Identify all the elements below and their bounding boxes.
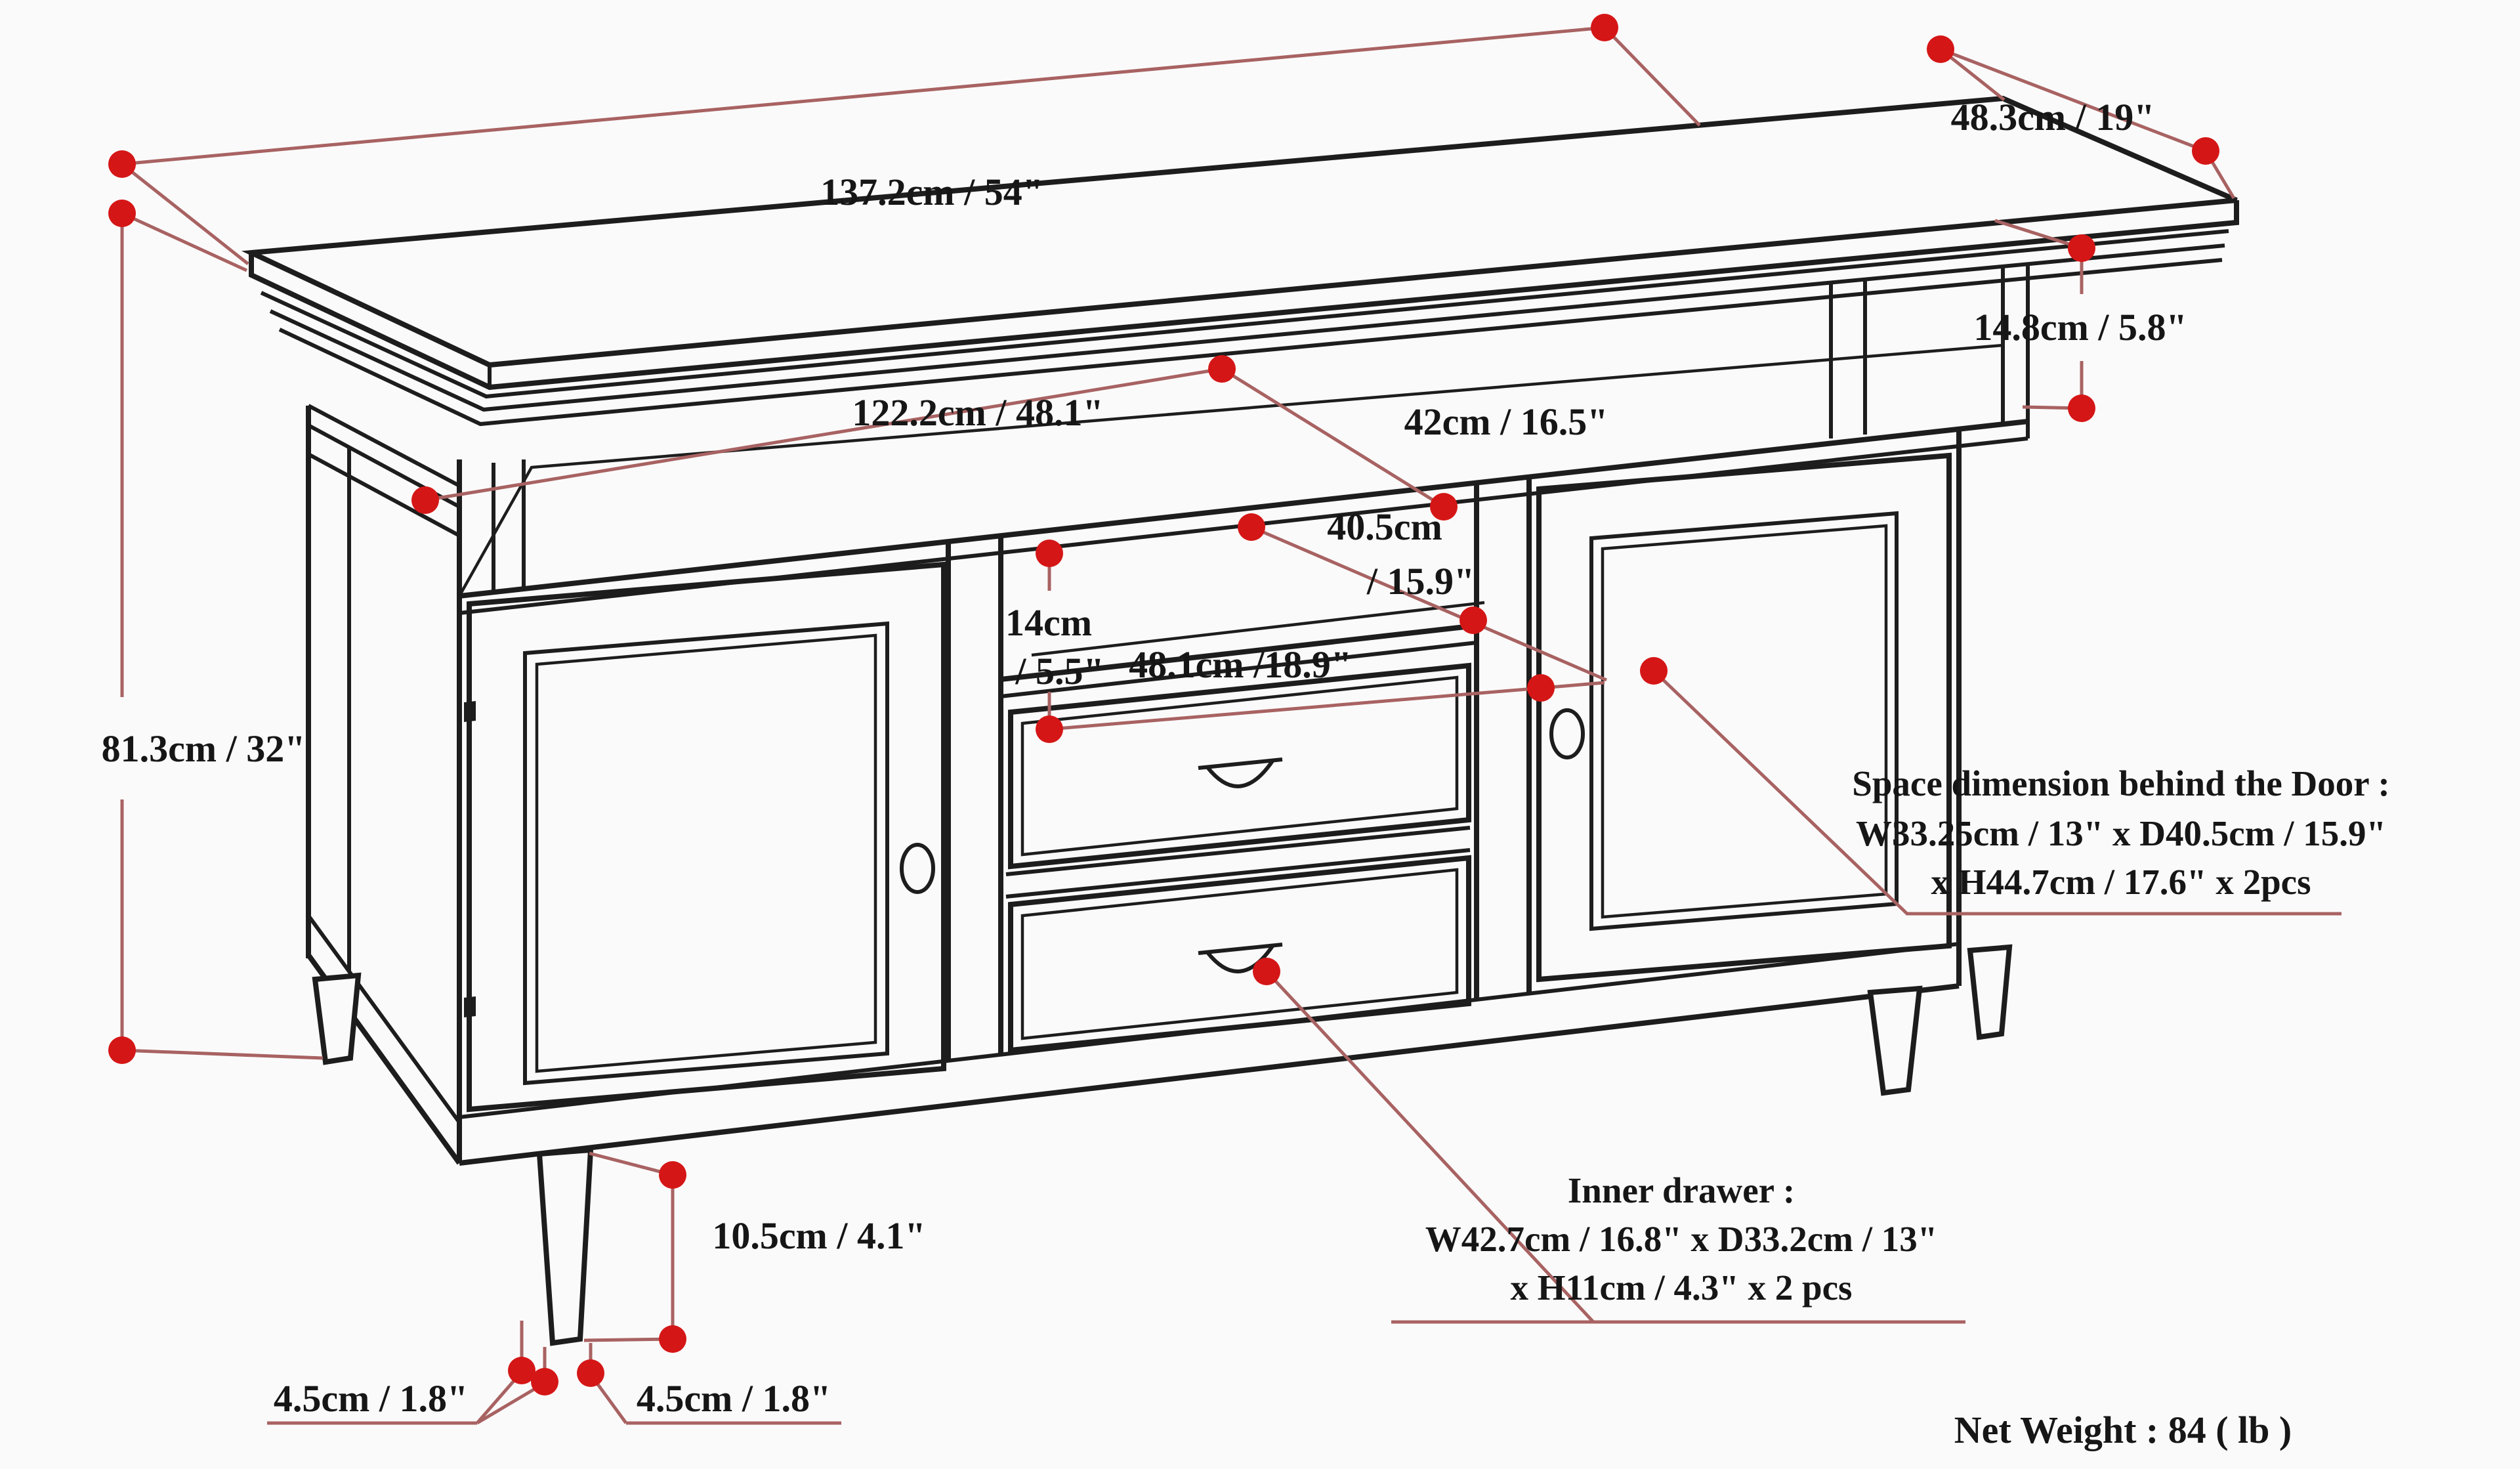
left-door-hinge-icon [464,996,476,1017]
label-overall-height: 81.3cm / 32" [102,727,306,770]
label-open-shelf-height: 14.8cm / 5.8" [1973,306,2187,349]
right-door-handle-icon [1549,708,1585,759]
drawer-bottom [1008,855,1471,1054]
label-center-shelf-depth-1: 40.5cm [1327,505,1442,548]
drawer-cup-handle-icon [1198,757,1283,770]
inner-drawer-note-line1: Inner drawer : [1568,1170,1795,1210]
inner-drawer-note: Inner drawer : W42.7cm / 16.8" x D33.2cm… [1425,1170,1938,1308]
drawer-top [1008,662,1471,870]
tabletop [241,95,2239,427]
door-space-note-line1: Space dimension behind the Door : [1852,763,2390,803]
left-door-handle-icon [900,843,935,894]
label-center-shelf-depth-2: / 15.9" [1366,560,1475,603]
front-right-leg [1867,985,1923,1096]
back-right-leg [1967,944,2013,1040]
door-space-note-line2: W33.25cm / 13" x D40.5cm / 15.9" [1856,813,2386,853]
center-cubby [1000,601,1485,698]
net-weight-label: Net Weight : 84 ( lb ) [1954,1409,2292,1451]
drawer-cup-handle-icon [1206,944,1275,973]
drawer-cup-handle-icon [1206,759,1275,788]
label-open-shelf-depth: 42cm / 16.5" [1404,400,1608,443]
inner-drawer-note-line2: W42.7cm / 16.8" x D33.2cm / 13" [1425,1219,1938,1259]
label-top-depth: 48.3cm / 19" [1951,96,2155,138]
label-center-opening-width: 48.1cm /18.9" [1129,643,1352,686]
label-inner-width: 122.2cm / 48.1" [852,391,1103,434]
label-center-gap-2: / 5.5" [1015,650,1104,692]
dimension-labels: 137.2cm / 54" 48.3cm / 19" 14.8cm / 5.8"… [102,96,2390,1451]
drawer-cup-handle-icon [1198,943,1283,955]
left-door-hinge-icon [464,701,476,722]
label-leg-size-right: 4.5cm / 1.8" [637,1377,831,1420]
label-leg-height: 10.5cm / 4.1" [712,1214,925,1257]
label-center-gap-1: 14cm [1005,601,1092,644]
door-space-note: Space dimension behind the Door : W33.25… [1852,763,2390,902]
door-space-note-line3: x H44.7cm / 17.6" x 2pcs [1931,862,2311,902]
label-leg-size-left: 4.5cm / 1.8" [274,1377,468,1420]
body-bottom-edge [459,983,1960,1166]
bottom-rail [459,942,1960,1119]
center-left-stile [946,536,1003,1061]
inner-drawer-note-line3: x H11cm / 4.3" x 2 pcs [1511,1267,1853,1308]
label-top-width: 137.2cm / 54" [820,171,1043,213]
right-door [1536,452,1952,983]
dimension-dots [108,14,2219,1395]
left-door [464,561,946,1113]
back-left-leg [312,972,362,1065]
front-left-leg [536,1147,594,1346]
center-right-stile [1474,477,1532,1000]
drawer-divider [1005,826,1471,899]
furniture-drawing [241,95,2239,1346]
dimension-lines [120,26,2342,1425]
